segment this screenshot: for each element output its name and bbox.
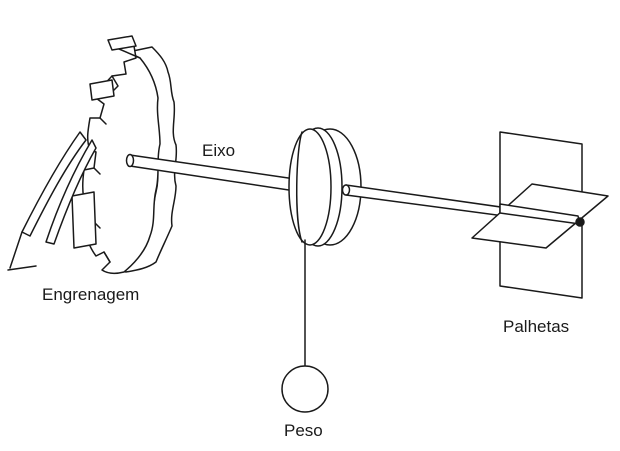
vanes-label: Palhetas [503, 317, 570, 336]
gear-strap [21, 131, 87, 237]
gear-tooth-top [107, 35, 137, 51]
pulley-front-face [288, 128, 332, 246]
gear-tooth-mid [71, 191, 97, 249]
pulley [288, 127, 362, 247]
gear-tooth-upper [89, 79, 115, 101]
gear-face [81, 45, 161, 275]
gear-teeth-detail [93, 75, 119, 263]
vane-hub [575, 217, 585, 227]
weight-label: Peso [284, 421, 323, 440]
gear-strap-2 [45, 139, 97, 245]
axle-label: Eixo [202, 141, 236, 160]
pulley-groove [295, 131, 303, 243]
gear-label: Engrenagem [42, 285, 140, 304]
gear-handle [7, 265, 37, 271]
weight-ball [281, 365, 329, 413]
gear-handle-2 [9, 231, 23, 269]
vanes [471, 131, 609, 299]
gear [7, 35, 178, 275]
